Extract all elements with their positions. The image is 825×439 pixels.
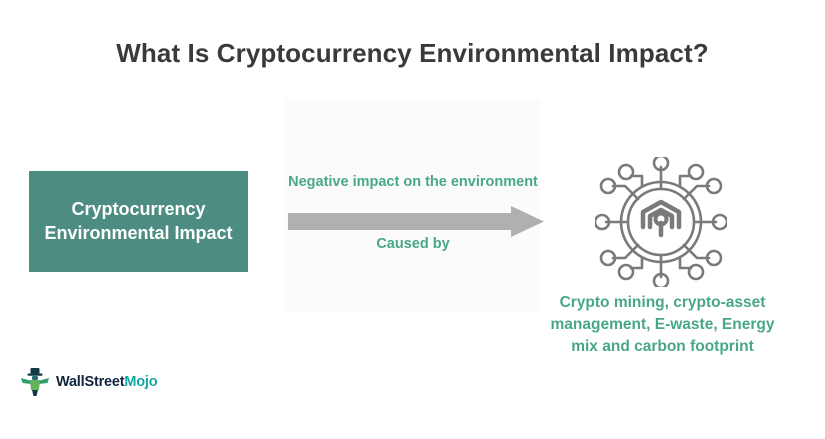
brand-word-primary: WallStreet: [56, 374, 125, 390]
concept-box-label: Cryptocurrency Environmental Impact: [44, 198, 233, 243]
arrow-top-label: Negative impact on the environment: [288, 174, 538, 190]
outcome-caption: Crypto mining, crypto-asset management, …: [550, 294, 775, 355]
crypto-node-network-icon: [595, 157, 727, 287]
flow-panel-background: [285, 100, 541, 311]
wallstreetmojo-figure-icon: [21, 368, 49, 396]
arrow-bottom-label: Caused by: [376, 236, 450, 252]
brand-word-accent: Mojo: [124, 374, 158, 390]
page-title: What Is Cryptocurrency Environmental Imp…: [116, 38, 709, 68]
concept-box: Cryptocurrency Environmental Impact: [29, 171, 248, 272]
brand-logo[interactable]: WallStreetMojo: [19, 365, 158, 399]
right-arrow-icon: [288, 206, 544, 237]
brand-logo-text: WallStreetMojo: [56, 374, 158, 390]
